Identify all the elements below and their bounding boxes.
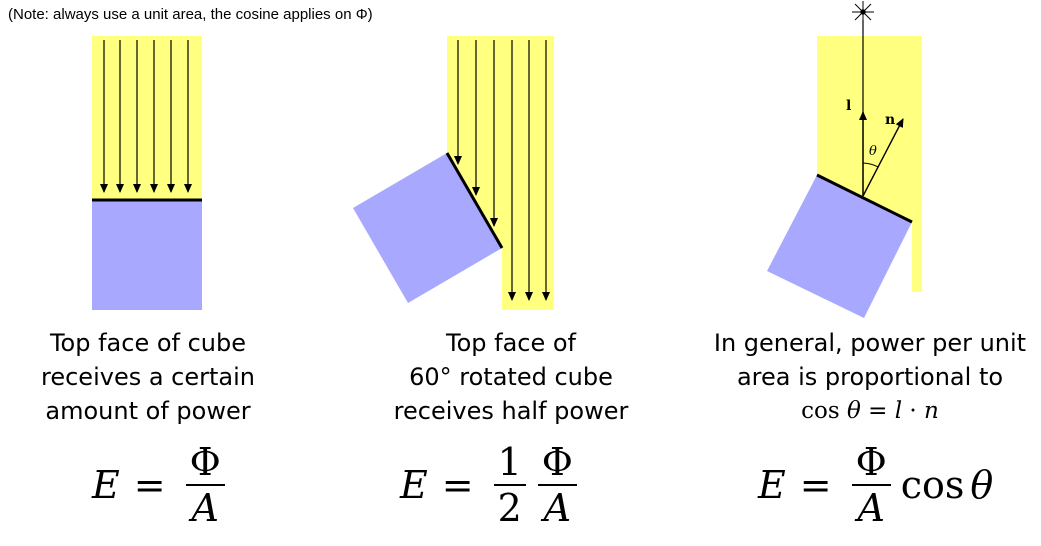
panel1-figure (92, 36, 202, 310)
panel3-figure: l n θ (767, 1, 922, 318)
flux-over-area: Φ A (537, 440, 577, 530)
flux-over-area: Φ A (851, 440, 891, 530)
panel1-beam (92, 36, 202, 201)
n-symbol: n (924, 398, 939, 424)
panel1-equation: E = Φ A (92, 440, 231, 530)
caption-line: receives a certain (41, 363, 255, 391)
panel3-caption: In general, power per unit area is propo… (700, 326, 1040, 428)
equals-sign: = (868, 398, 888, 424)
note-text: (Note: always use a unit area, the cosin… (8, 6, 373, 23)
cos-text: cos (801, 398, 840, 424)
panel2-figure (353, 36, 554, 310)
panel1-cube (92, 200, 202, 310)
cos-text: cos (900, 463, 965, 507)
irradiance-symbol: E (400, 463, 428, 507)
theta-angle-label: θ (869, 144, 877, 159)
one-half: 1 2 (493, 440, 526, 530)
panel2-top-face (445, 152, 504, 249)
fraction-bar (185, 484, 225, 486)
caption-line: In general, power per unit (713, 329, 1027, 357)
normal-arrow (862, 118, 904, 197)
theta-symbol: θ (970, 463, 994, 507)
panel1-light-rays (100, 40, 192, 193)
l-symbol: l (894, 398, 903, 424)
area-symbol: A (191, 486, 219, 530)
caption-line: Top face of (445, 329, 576, 357)
n-vector-label: n (885, 112, 895, 128)
fraction-bar (851, 484, 891, 486)
theta-symbol: θ (846, 398, 861, 424)
flux-over-area: Φ A (185, 440, 225, 530)
panel3-top-face (816, 173, 913, 224)
panel2-light-rays (454, 40, 550, 301)
numerator-one: 1 (497, 440, 522, 484)
caption-line: receives half power (393, 397, 629, 425)
theta-angle-arc (862, 162, 879, 168)
fraction-bar (537, 484, 577, 486)
equals-sign: = (133, 463, 166, 507)
caption-line: area is proportional to (736, 363, 1004, 391)
caption-line: amount of power (45, 397, 251, 425)
irradiance-symbol: E (758, 463, 786, 507)
cosine-formula: cos θ = l · n (700, 394, 1040, 428)
equals-sign: = (799, 463, 832, 507)
denominator-two: 2 (497, 486, 522, 530)
dot-symbol: · (909, 398, 917, 424)
panel2-beam (447, 36, 554, 310)
panel2-cube (353, 153, 502, 303)
panel3-cube (767, 175, 912, 318)
equals-sign: = (441, 463, 474, 507)
light-source-icon (852, 1, 874, 23)
fraction-bar (493, 484, 526, 486)
l-vector-label: l (846, 98, 851, 114)
area-symbol: A (543, 486, 572, 530)
panel3-equation: E = Φ A cos θ (758, 440, 993, 530)
flux-symbol: Φ (189, 440, 221, 484)
flux-symbol: Φ (541, 440, 573, 484)
flux-symbol: Φ (855, 440, 887, 484)
irradiance-symbol: E (92, 463, 120, 507)
area-symbol: A (857, 486, 885, 530)
panel2-equation: E = 1 2 Φ A (400, 440, 583, 530)
panel2-caption: Top face of 60° rotated cube receives ha… (375, 326, 647, 428)
caption-line: Top face of cube (49, 329, 247, 357)
panel1-caption: Top face of cube receives a certain amou… (30, 326, 266, 428)
caption-line: 60° rotated cube (409, 363, 613, 391)
